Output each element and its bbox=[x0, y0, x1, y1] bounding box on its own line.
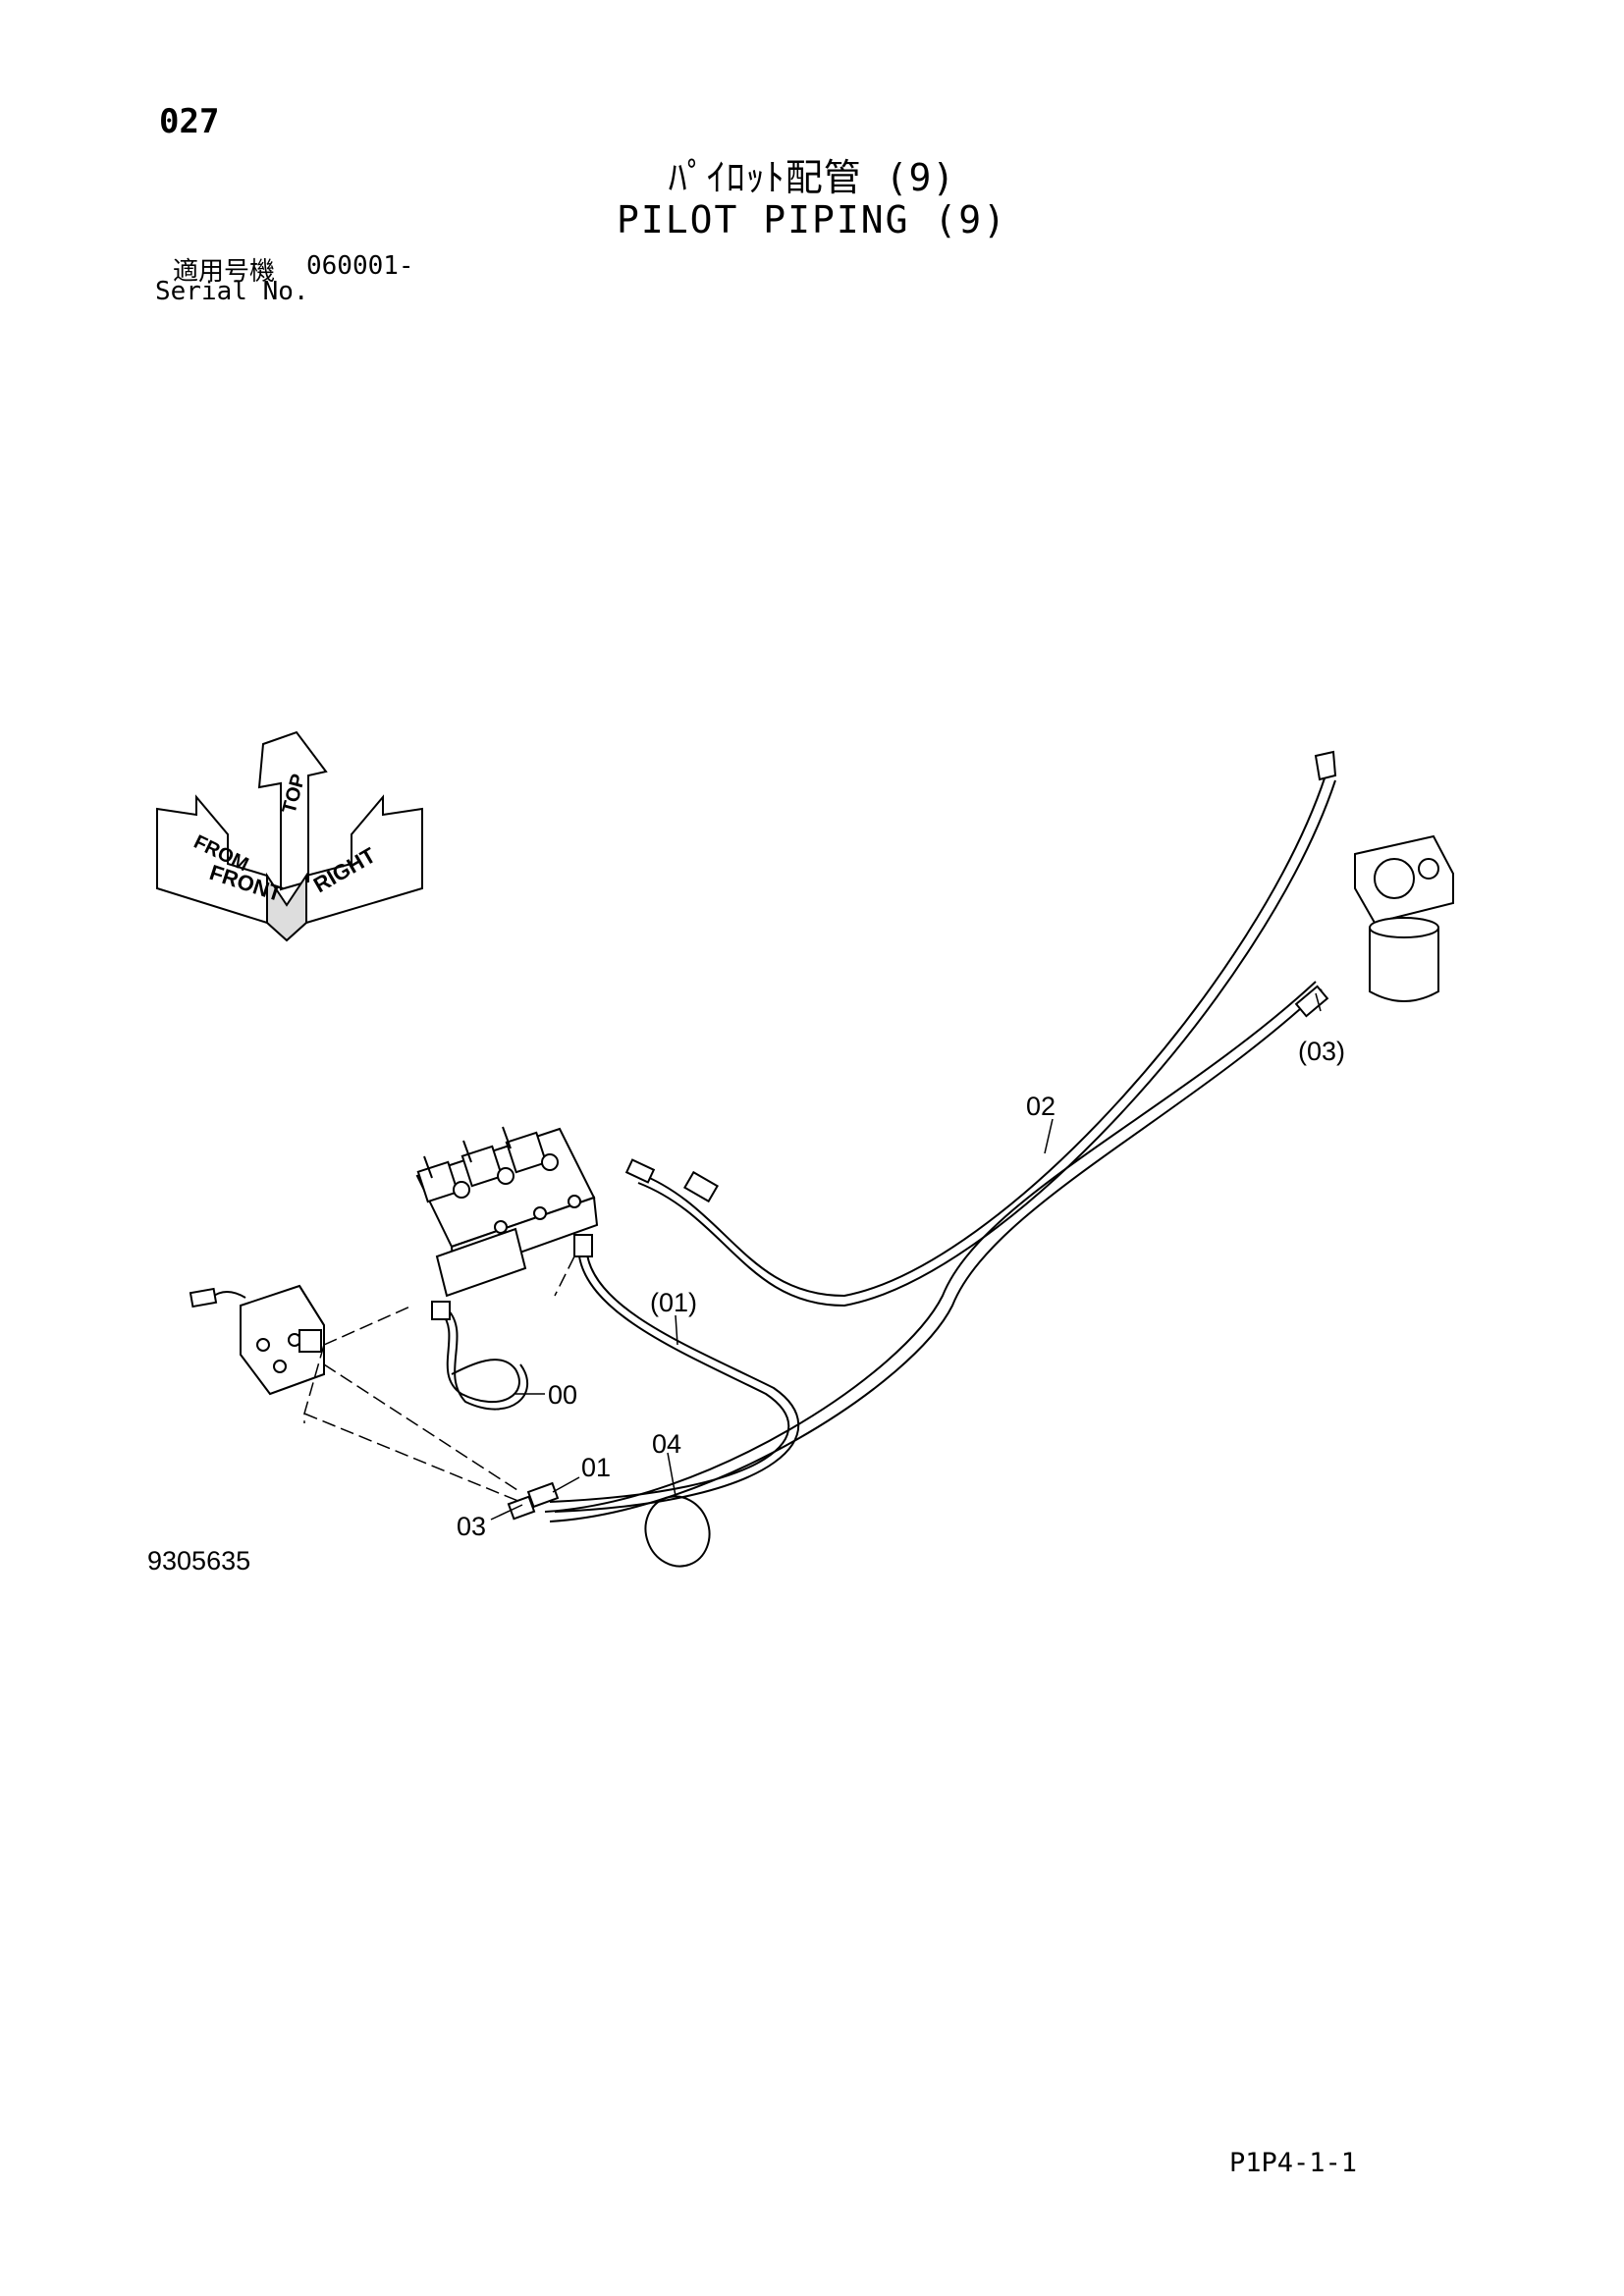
orientation-indicator: FRONT FROM TOP RIGHT bbox=[156, 730, 423, 942]
page-code: P1P4-1-1 bbox=[1229, 2148, 1358, 2178]
callout-03-ref: (03) bbox=[1298, 1037, 1345, 1066]
leader-lines bbox=[490, 992, 1322, 1521]
left-solenoid-valve bbox=[189, 1284, 325, 1396]
callout-00: 00 bbox=[548, 1380, 577, 1410]
page-title-english: PILOT PIPING (9) bbox=[616, 198, 1008, 241]
callout-03: 03 bbox=[457, 1512, 486, 1541]
pilot-filter bbox=[1354, 834, 1454, 1002]
callout-labels: 02 (03) (01) 00 01 04 03 bbox=[457, 1037, 1345, 1541]
callout-01: 01 bbox=[581, 1453, 611, 1482]
callout-04: 04 bbox=[652, 1429, 681, 1459]
callout-01-ref: (01) bbox=[650, 1288, 697, 1317]
serial-label-japanese: 適用号機 bbox=[173, 257, 276, 287]
page-title-japanese: ﾊﾟｲﾛｯﾄ配管 (9) bbox=[668, 156, 956, 199]
assembly-dashed-lines bbox=[303, 1255, 575, 1503]
hoses bbox=[431, 750, 1337, 1568]
serial-number: 060001- bbox=[306, 251, 414, 281]
callout-02: 02 bbox=[1026, 1092, 1056, 1121]
page-number: 027 bbox=[159, 102, 220, 141]
illustration-number: 9305635 bbox=[147, 1546, 251, 1575]
serial-label-english: Serial No. bbox=[155, 277, 309, 306]
solenoid-valve-block bbox=[415, 1126, 599, 1298]
